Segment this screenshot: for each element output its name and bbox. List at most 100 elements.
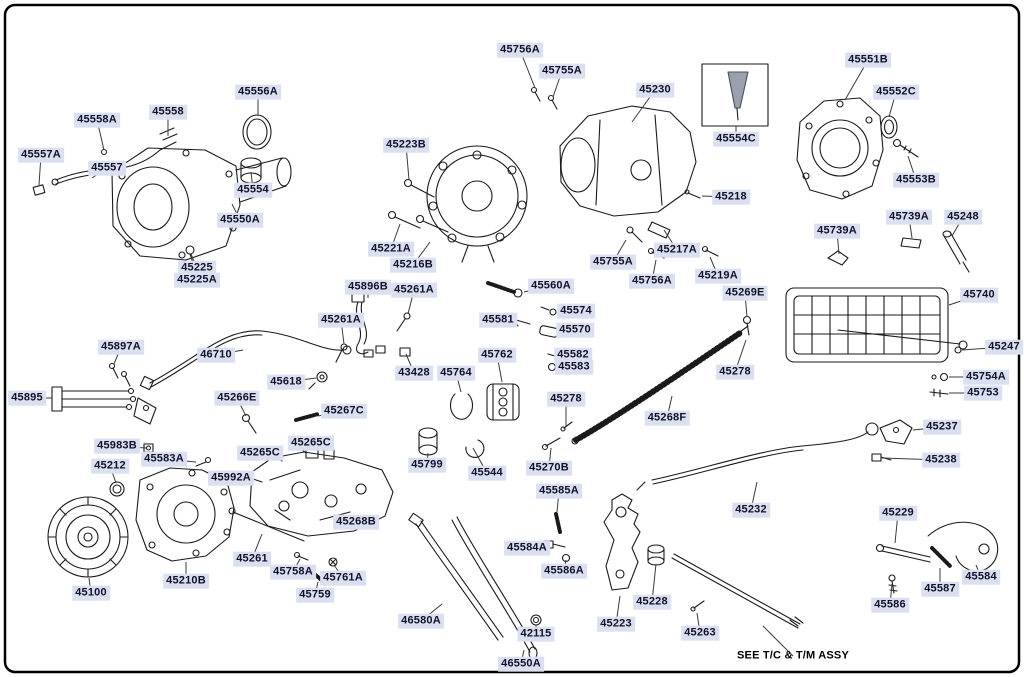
part-label-42115[interactable]: 42115 xyxy=(517,626,555,642)
art-brackets-right xyxy=(827,237,922,266)
art-bolts-45897A xyxy=(108,362,131,387)
part-label-45755A[interactable]: 45755A xyxy=(539,63,585,79)
part-label-45261A[interactable]: 45261A xyxy=(318,312,364,328)
part-label-45587[interactable]: 45587 xyxy=(921,581,959,597)
part-label-46580A[interactable]: 46580A xyxy=(398,613,444,629)
part-label-45554[interactable]: 45554 xyxy=(234,182,272,198)
part-label-45558A[interactable]: 45558A xyxy=(74,112,120,128)
part-label-45895[interactable]: 45895 xyxy=(8,390,46,406)
part-label-45265C[interactable]: 45265C xyxy=(288,435,334,451)
art-ring-45212 xyxy=(109,481,125,497)
part-label-45764[interactable]: 45764 xyxy=(437,365,475,381)
part-label-46710[interactable]: 46710 xyxy=(197,347,235,363)
part-label-45586[interactable]: 45586 xyxy=(871,597,909,613)
part-label-45223B[interactable]: 45223B xyxy=(383,137,429,153)
part-label-45232[interactable]: 45232 xyxy=(732,502,770,518)
part-label-45248[interactable]: 45248 xyxy=(944,209,982,225)
part-label-45755A[interactable]: 45755A xyxy=(590,254,636,270)
art-accumulator-45799 xyxy=(418,427,438,456)
part-label-45210B[interactable]: 45210B xyxy=(163,573,209,589)
part-label-45581[interactable]: 45581 xyxy=(479,312,517,328)
part-label-45230[interactable]: 45230 xyxy=(636,82,674,98)
part-label-45218[interactable]: 45218 xyxy=(712,189,750,205)
part-label-45265C[interactable]: 45265C xyxy=(237,445,283,461)
art-transmission-case-upper xyxy=(559,105,697,217)
art-bolts-left xyxy=(387,178,449,233)
part-label-45758A[interactable]: 45758A xyxy=(270,564,316,580)
part-label-45583A[interactable]: 45583A xyxy=(141,451,187,467)
part-label-45267C[interactable]: 45267C xyxy=(321,403,367,419)
part-label-45762[interactable]: 45762 xyxy=(478,347,516,363)
part-label-45268F[interactable]: 45268F xyxy=(644,410,690,426)
part-label-46550A[interactable]: 46550A xyxy=(498,656,544,672)
part-label-45266E[interactable]: 45266E xyxy=(214,390,260,406)
part-label-45261[interactable]: 45261 xyxy=(233,551,271,567)
part-label-45799[interactable]: 45799 xyxy=(408,457,446,473)
part-label-45544[interactable]: 45544 xyxy=(468,465,506,481)
part-label-45585A[interactable]: 45585A xyxy=(536,483,582,499)
part-label-45557[interactable]: 45557 xyxy=(88,160,126,176)
part-label-45217A[interactable]: 45217A xyxy=(654,242,700,258)
part-label-45983B[interactable]: 45983B xyxy=(94,438,140,454)
part-label-45557A[interactable]: 45557A xyxy=(18,147,64,163)
part-label-45270B[interactable]: 45270B xyxy=(526,460,572,476)
part-label-45216B[interactable]: 45216B xyxy=(390,257,436,273)
diagram-border xyxy=(3,3,1021,674)
part-label-45554C[interactable]: 45554C xyxy=(713,131,759,147)
part-label-45586A[interactable]: 45586A xyxy=(541,563,587,579)
part-label-45584[interactable]: 45584 xyxy=(962,569,1000,585)
part-label-45269E[interactable]: 45269E xyxy=(722,285,768,301)
leader-line xyxy=(762,625,794,657)
part-label-45574[interactable]: 45574 xyxy=(557,303,595,319)
part-label-45992A[interactable]: 45992A xyxy=(208,470,254,486)
part-label-45552C[interactable]: 45552C xyxy=(873,84,919,100)
art-snap-ring-45764 xyxy=(449,393,474,420)
art-kickdown-cable-45232 xyxy=(636,422,879,491)
part-label-45247[interactable]: 45247 xyxy=(985,339,1023,355)
part-label-43428[interactable]: 43428 xyxy=(395,365,433,381)
part-label-45261A[interactable]: 45261A xyxy=(391,282,437,298)
part-label-45556A[interactable]: 45556A xyxy=(235,84,281,100)
part-label-45229[interactable]: 45229 xyxy=(879,505,917,521)
part-label-45560A[interactable]: 45560A xyxy=(528,278,574,294)
part-label-45753[interactable]: 45753 xyxy=(964,385,1002,401)
part-label-45263[interactable]: 45263 xyxy=(681,625,719,641)
part-label-45268B[interactable]: 45268B xyxy=(333,514,379,530)
part-label-45754A[interactable]: 45754A xyxy=(963,369,1009,385)
part-label-45212[interactable]: 45212 xyxy=(91,458,129,474)
part-label-45100[interactable]: 45100 xyxy=(72,585,110,601)
part-label-45756A[interactable]: 45756A xyxy=(629,273,675,289)
part-label-45553B[interactable]: 45553B xyxy=(893,172,939,188)
art-rear-cover xyxy=(796,97,884,200)
part-label-45582[interactable]: 45582 xyxy=(554,347,592,363)
part-label-45759[interactable]: 45759 xyxy=(296,587,334,603)
part-label-45897A[interactable]: 45897A xyxy=(98,339,144,355)
part-label-45550A[interactable]: 45550A xyxy=(217,212,263,228)
diagram-note: SEE T/C & T/M ASSY xyxy=(737,649,849,662)
part-label-45756A[interactable]: 45756A xyxy=(497,42,543,58)
part-label-45228[interactable]: 45228 xyxy=(633,594,671,610)
part-label-45739A[interactable]: 45739A xyxy=(886,209,932,225)
part-label-45618[interactable]: 45618 xyxy=(267,374,305,390)
part-label-45223[interactable]: 45223 xyxy=(597,616,635,632)
part-label-45551B[interactable]: 45551B xyxy=(845,52,891,68)
part-label-45221A[interactable]: 45221A xyxy=(368,241,414,257)
part-label-45570[interactable]: 45570 xyxy=(556,322,594,338)
part-label-45278[interactable]: 45278 xyxy=(716,364,754,380)
part-label-45584A[interactable]: 45584A xyxy=(504,540,550,556)
part-label-45219A[interactable]: 45219A xyxy=(695,268,741,284)
part-label-45558[interactable]: 45558 xyxy=(149,104,187,120)
part-label-45237[interactable]: 45237 xyxy=(923,419,961,435)
part-label-45583[interactable]: 45583 xyxy=(555,359,593,375)
part-label-45225[interactable]: 45225 xyxy=(178,260,216,276)
part-label-45761A[interactable]: 45761A xyxy=(320,570,366,586)
part-label-45739A[interactable]: 45739A xyxy=(814,223,860,239)
part-label-45896B[interactable]: 45896B xyxy=(345,279,391,295)
part-label-45225A[interactable]: 45225A xyxy=(174,272,220,288)
part-label-45278[interactable]: 45278 xyxy=(547,391,585,407)
part-label-45238[interactable]: 45238 xyxy=(922,452,960,468)
part-label-45740[interactable]: 45740 xyxy=(960,287,998,303)
